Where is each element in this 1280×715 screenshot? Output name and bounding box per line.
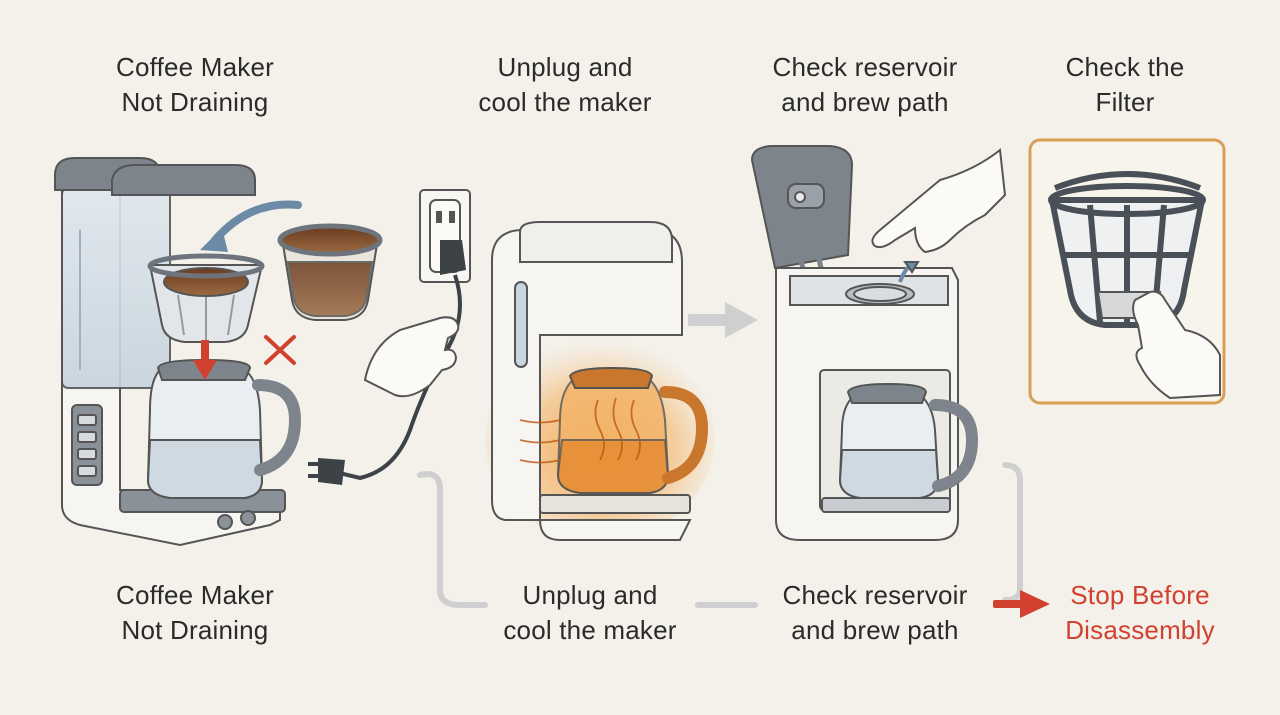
filter-basket-icon	[277, 223, 383, 321]
top-label-unplug: Unplug and cool the maker	[478, 52, 652, 117]
bottom-label-check-reservoir: Check reservoir and brew path	[782, 580, 968, 645]
connector-3	[1002, 462, 1023, 603]
x-mark-icon	[264, 335, 296, 365]
arrow-right-icon	[993, 590, 1050, 618]
plug-icon	[308, 240, 466, 485]
curved-arrow-icon	[200, 200, 302, 252]
coffee-maker-icon	[491, 221, 709, 541]
connector-1	[417, 471, 488, 608]
hand-icon	[363, 316, 460, 398]
hand-icon	[1132, 290, 1221, 400]
top-label-check-filter: Check the Filter	[1065, 52, 1185, 117]
bottom-label-stop-before-disassembly: Stop Before Disassembly	[1065, 580, 1215, 645]
top-label-check-reservoir: Check reservoir and brew path	[772, 52, 958, 117]
bottom-label-not-draining: Coffee Maker Not Draining	[116, 580, 274, 645]
bottom-label-unplug: Unplug and cool the maker	[503, 580, 677, 645]
coffee-maker-icon	[54, 157, 302, 547]
arrow-right-icon	[688, 302, 758, 338]
steam-lines	[519, 397, 641, 464]
top-label-not-draining: Coffee Maker Not Draining	[116, 52, 274, 117]
flow-connectors	[417, 462, 1023, 608]
arrow-down-icon	[193, 340, 217, 380]
hand-icon	[871, 148, 1007, 254]
coffee-maker-icon	[750, 145, 979, 541]
